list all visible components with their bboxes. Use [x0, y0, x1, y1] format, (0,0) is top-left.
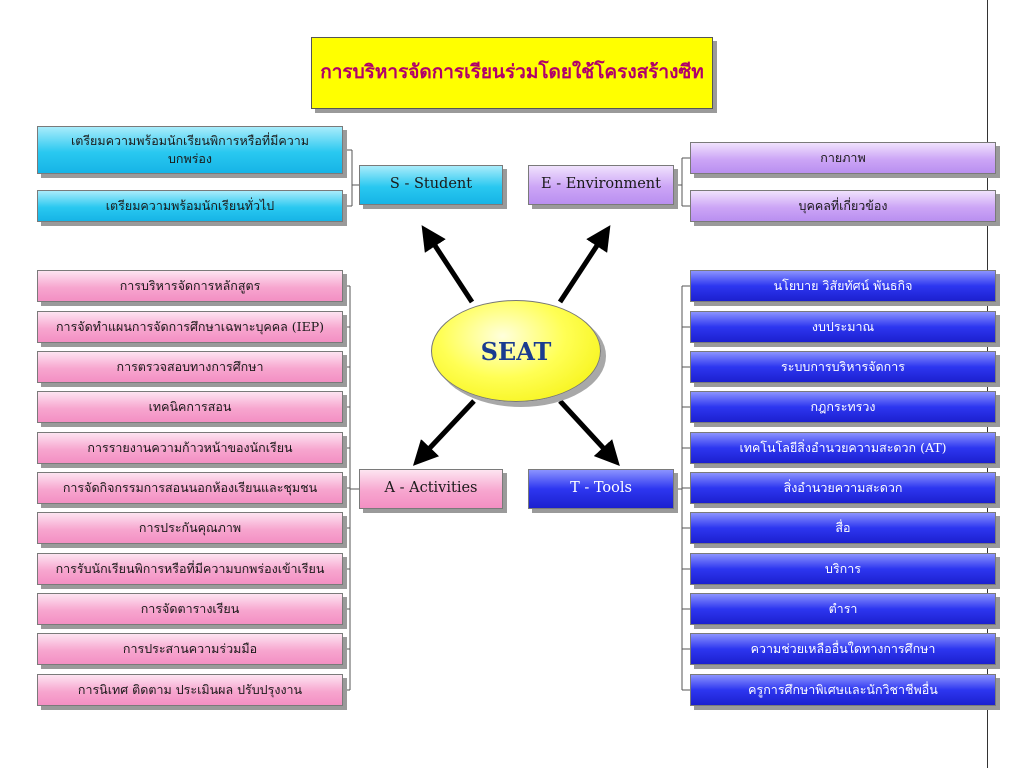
category-activities: A - Activities [359, 469, 503, 509]
activities-item: การตรวจสอบทางการศึกษา [37, 351, 343, 383]
arrow-to-activities [412, 399, 476, 466]
tools-item: ตำรา [690, 593, 996, 625]
student-item: เตรียมความพร้อมนักเรียนพิการหรือที่มีควา… [37, 126, 343, 174]
environment-item: บุคคลที่เกี่ยวข้อง [690, 190, 996, 222]
seat-center-ellipse: SEAT [431, 300, 601, 402]
activities-item: การประสานความร่วมมือ [37, 633, 343, 665]
tools-item: เทคโนโลยีสิ่งอำนวยความสะดวก (AT) [690, 432, 996, 464]
diagram-title: การบริหารจัดการเรียนร่วมโดยใช้โครงสร้างซ… [311, 37, 713, 109]
student-item: เตรียมความพร้อมนักเรียนทั่วไป [37, 190, 343, 222]
tools-item: บริการ [690, 553, 996, 585]
tools-item: งบประมาณ [690, 311, 996, 343]
activities-item: การประกันคุณภาพ [37, 512, 343, 544]
activities-item: การบริหารจัดการหลักสูตร [37, 270, 343, 302]
activities-item: การจัดทำแผนการจัดการศึกษาเฉพาะบุคคล (IEP… [37, 311, 343, 343]
activities-item: การรับนักเรียนพิการหรือที่มีความบกพร่องเ… [37, 553, 343, 585]
tools-item: กฎกระทรวง [690, 391, 996, 423]
arrow-to-student [421, 225, 475, 304]
arrow-to-tools [558, 399, 620, 466]
activities-item: การจัดกิจกรรมการสอนนอกห้องเรียนและชุมชน [37, 472, 343, 504]
category-tools: T - Tools [528, 469, 674, 509]
activities-item: การจัดตารางเรียน [37, 593, 343, 625]
activities-item: การรายงานความก้าวหน้าของนักเรียน [37, 432, 343, 464]
brackets [343, 149, 690, 691]
activities-item: เทคนิคการสอน [37, 391, 343, 423]
page-edge-line [987, 0, 988, 768]
activities-item: การนิเทศ ติดตาม ประเมินผล ปรับปรุงงาน [37, 674, 343, 706]
environment-item: กายภาพ [690, 142, 996, 174]
tools-item: นโยบาย วิสัยทัศน์ พันธกิจ [690, 270, 996, 302]
tools-item: ความช่วยเหลืออื่นใดทางการศึกษา [690, 633, 996, 665]
category-environment: E - Environment [528, 165, 674, 205]
arrow-to-environment [557, 225, 611, 304]
tools-item: สื่อ [690, 512, 996, 544]
tools-item: ครูการศึกษาพิเศษและนักวิชาชีพอื่น [690, 674, 996, 706]
category-student: S - Student [359, 165, 503, 205]
tools-item: ระบบการบริหารจัดการ [690, 351, 996, 383]
tools-item: สิ่งอำนวยความสะดวก [690, 472, 996, 504]
